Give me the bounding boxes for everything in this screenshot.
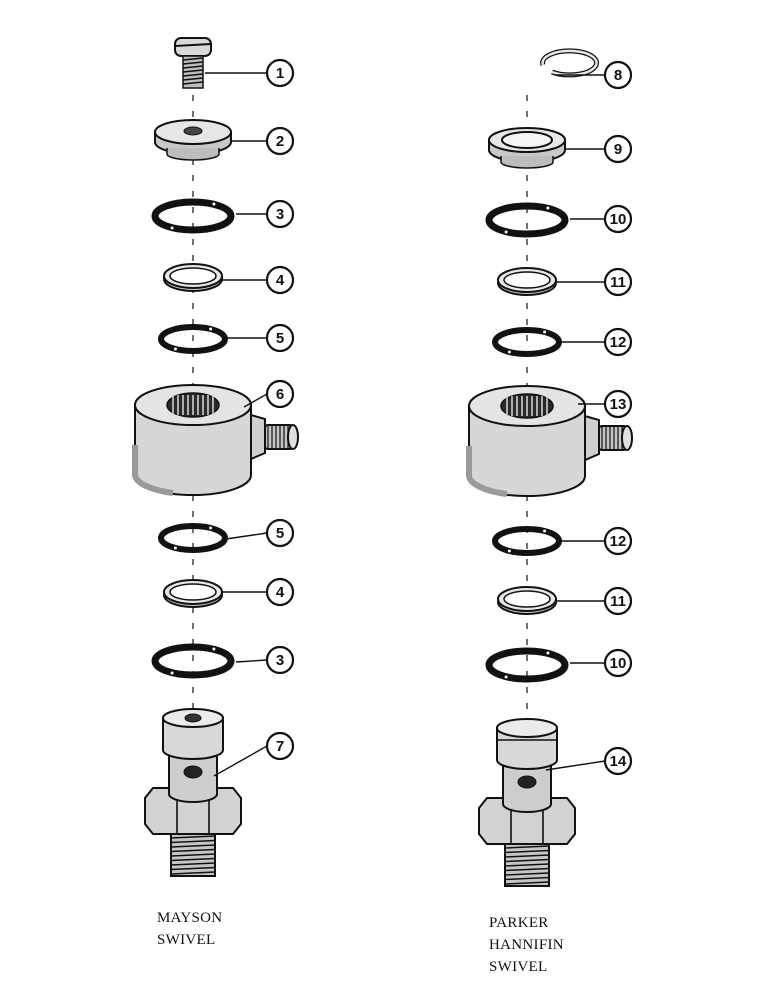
screw-part: [174, 37, 212, 89]
callout: 4: [222, 577, 295, 607]
swivel-body-part: [466, 385, 633, 497]
callout-circle: [603, 746, 633, 776]
callout: 10: [570, 204, 633, 234]
parker-hannifin-swivel-title: PARKER HANNIFIN SWIVEL: [489, 912, 564, 978]
callout: 3: [235, 645, 295, 675]
callout-circle: [603, 389, 633, 419]
leader-line: [213, 745, 268, 777]
o-ring-part: [158, 324, 228, 354]
parker-swivel-parts: [466, 48, 633, 887]
o-ring-part: [492, 526, 562, 556]
callout-number: 9: [614, 141, 622, 158]
callout: 1: [205, 58, 295, 88]
callout-number: 10: [610, 655, 627, 672]
callout-number: 2: [276, 133, 284, 150]
callout-number: 12: [610, 334, 627, 351]
callout-circle: [603, 267, 633, 297]
backup-ring-part: [163, 579, 223, 608]
callout: 9: [566, 134, 633, 164]
backup-ring-part: [163, 263, 223, 292]
callout: 12: [560, 327, 633, 357]
callout-number: 5: [276, 330, 284, 347]
leader-line: [545, 760, 606, 771]
callout: 13: [578, 389, 633, 419]
parts-layer: [132, 37, 633, 887]
callout-circle: [603, 204, 633, 234]
callout-number: 8: [614, 67, 622, 84]
mayson-swivel-parts: [132, 37, 299, 877]
callout-number: 3: [276, 652, 284, 669]
callout-circle: [603, 134, 633, 164]
callout-circle: [265, 323, 295, 353]
callout: 5: [226, 323, 295, 353]
callout: 5: [225, 518, 295, 548]
callout: 10: [570, 648, 633, 678]
o-ring-part: [485, 202, 569, 238]
callout: 8: [555, 60, 633, 90]
callout-number: 13: [610, 396, 627, 413]
swivel-bolt-part: [478, 718, 576, 887]
callout-circle: [265, 379, 295, 409]
callout-number: 4: [276, 272, 285, 289]
callout-circle: [603, 586, 633, 616]
bushing-part: [488, 127, 566, 169]
callout-circle: [265, 58, 295, 88]
callout-number: 1: [276, 65, 284, 82]
snap-ring-part: [540, 48, 600, 78]
callout-number: 11: [610, 593, 626, 610]
mayson-swivel-title: MAYSON SWIVEL: [157, 907, 222, 951]
callout-circle: [265, 731, 295, 761]
title-line: MAYSON: [157, 910, 223, 926]
callout: 14: [545, 746, 633, 776]
callout-circle: [265, 126, 295, 156]
leader-line: [235, 659, 268, 663]
callout-number: 4: [276, 584, 285, 601]
callout: 11: [556, 586, 633, 616]
leader-line: [225, 532, 268, 540]
callout-number: 10: [610, 211, 627, 228]
title-line: SWIVEL: [157, 932, 216, 948]
title-line: PARKER: [489, 915, 549, 931]
callout-circle: [265, 199, 295, 229]
o-ring-part: [151, 643, 235, 679]
callout-circle: [265, 518, 295, 548]
callout: 3: [236, 199, 295, 229]
callout-circle: [265, 265, 295, 295]
callout-circle: [603, 60, 633, 90]
washer-cap-part: [154, 119, 232, 161]
callout-circle: [603, 526, 633, 556]
callout-circle: [265, 645, 295, 675]
callout-number: 5: [276, 525, 284, 542]
callout-number: 14: [610, 753, 627, 770]
callout-circle: [603, 648, 633, 678]
o-ring-part: [158, 523, 228, 553]
callout: 7: [213, 731, 295, 777]
callout-number: 7: [276, 738, 284, 755]
callout-circle: [603, 327, 633, 357]
o-ring-part: [492, 327, 562, 357]
swivel-body-part: [132, 384, 299, 496]
callout: 6: [243, 379, 295, 409]
o-ring-part: [485, 647, 569, 683]
callout: 4: [222, 265, 295, 295]
callout-circle: [265, 577, 295, 607]
callout: 2: [232, 126, 295, 156]
o-ring-part: [151, 198, 235, 234]
title-line: SWIVEL: [489, 959, 548, 975]
leader-line: [243, 393, 268, 408]
backup-ring-part: [497, 586, 557, 615]
swivel-bolt-part: [144, 708, 242, 877]
callout-number: 6: [276, 386, 284, 403]
callout: 11: [556, 267, 633, 297]
callout-number: 12: [610, 533, 627, 550]
callout-number: 11: [610, 274, 626, 291]
callout: 12: [560, 526, 633, 556]
title-line: HANNIFIN: [489, 937, 564, 953]
backup-ring-part: [497, 267, 557, 296]
callout-number: 3: [276, 206, 284, 223]
